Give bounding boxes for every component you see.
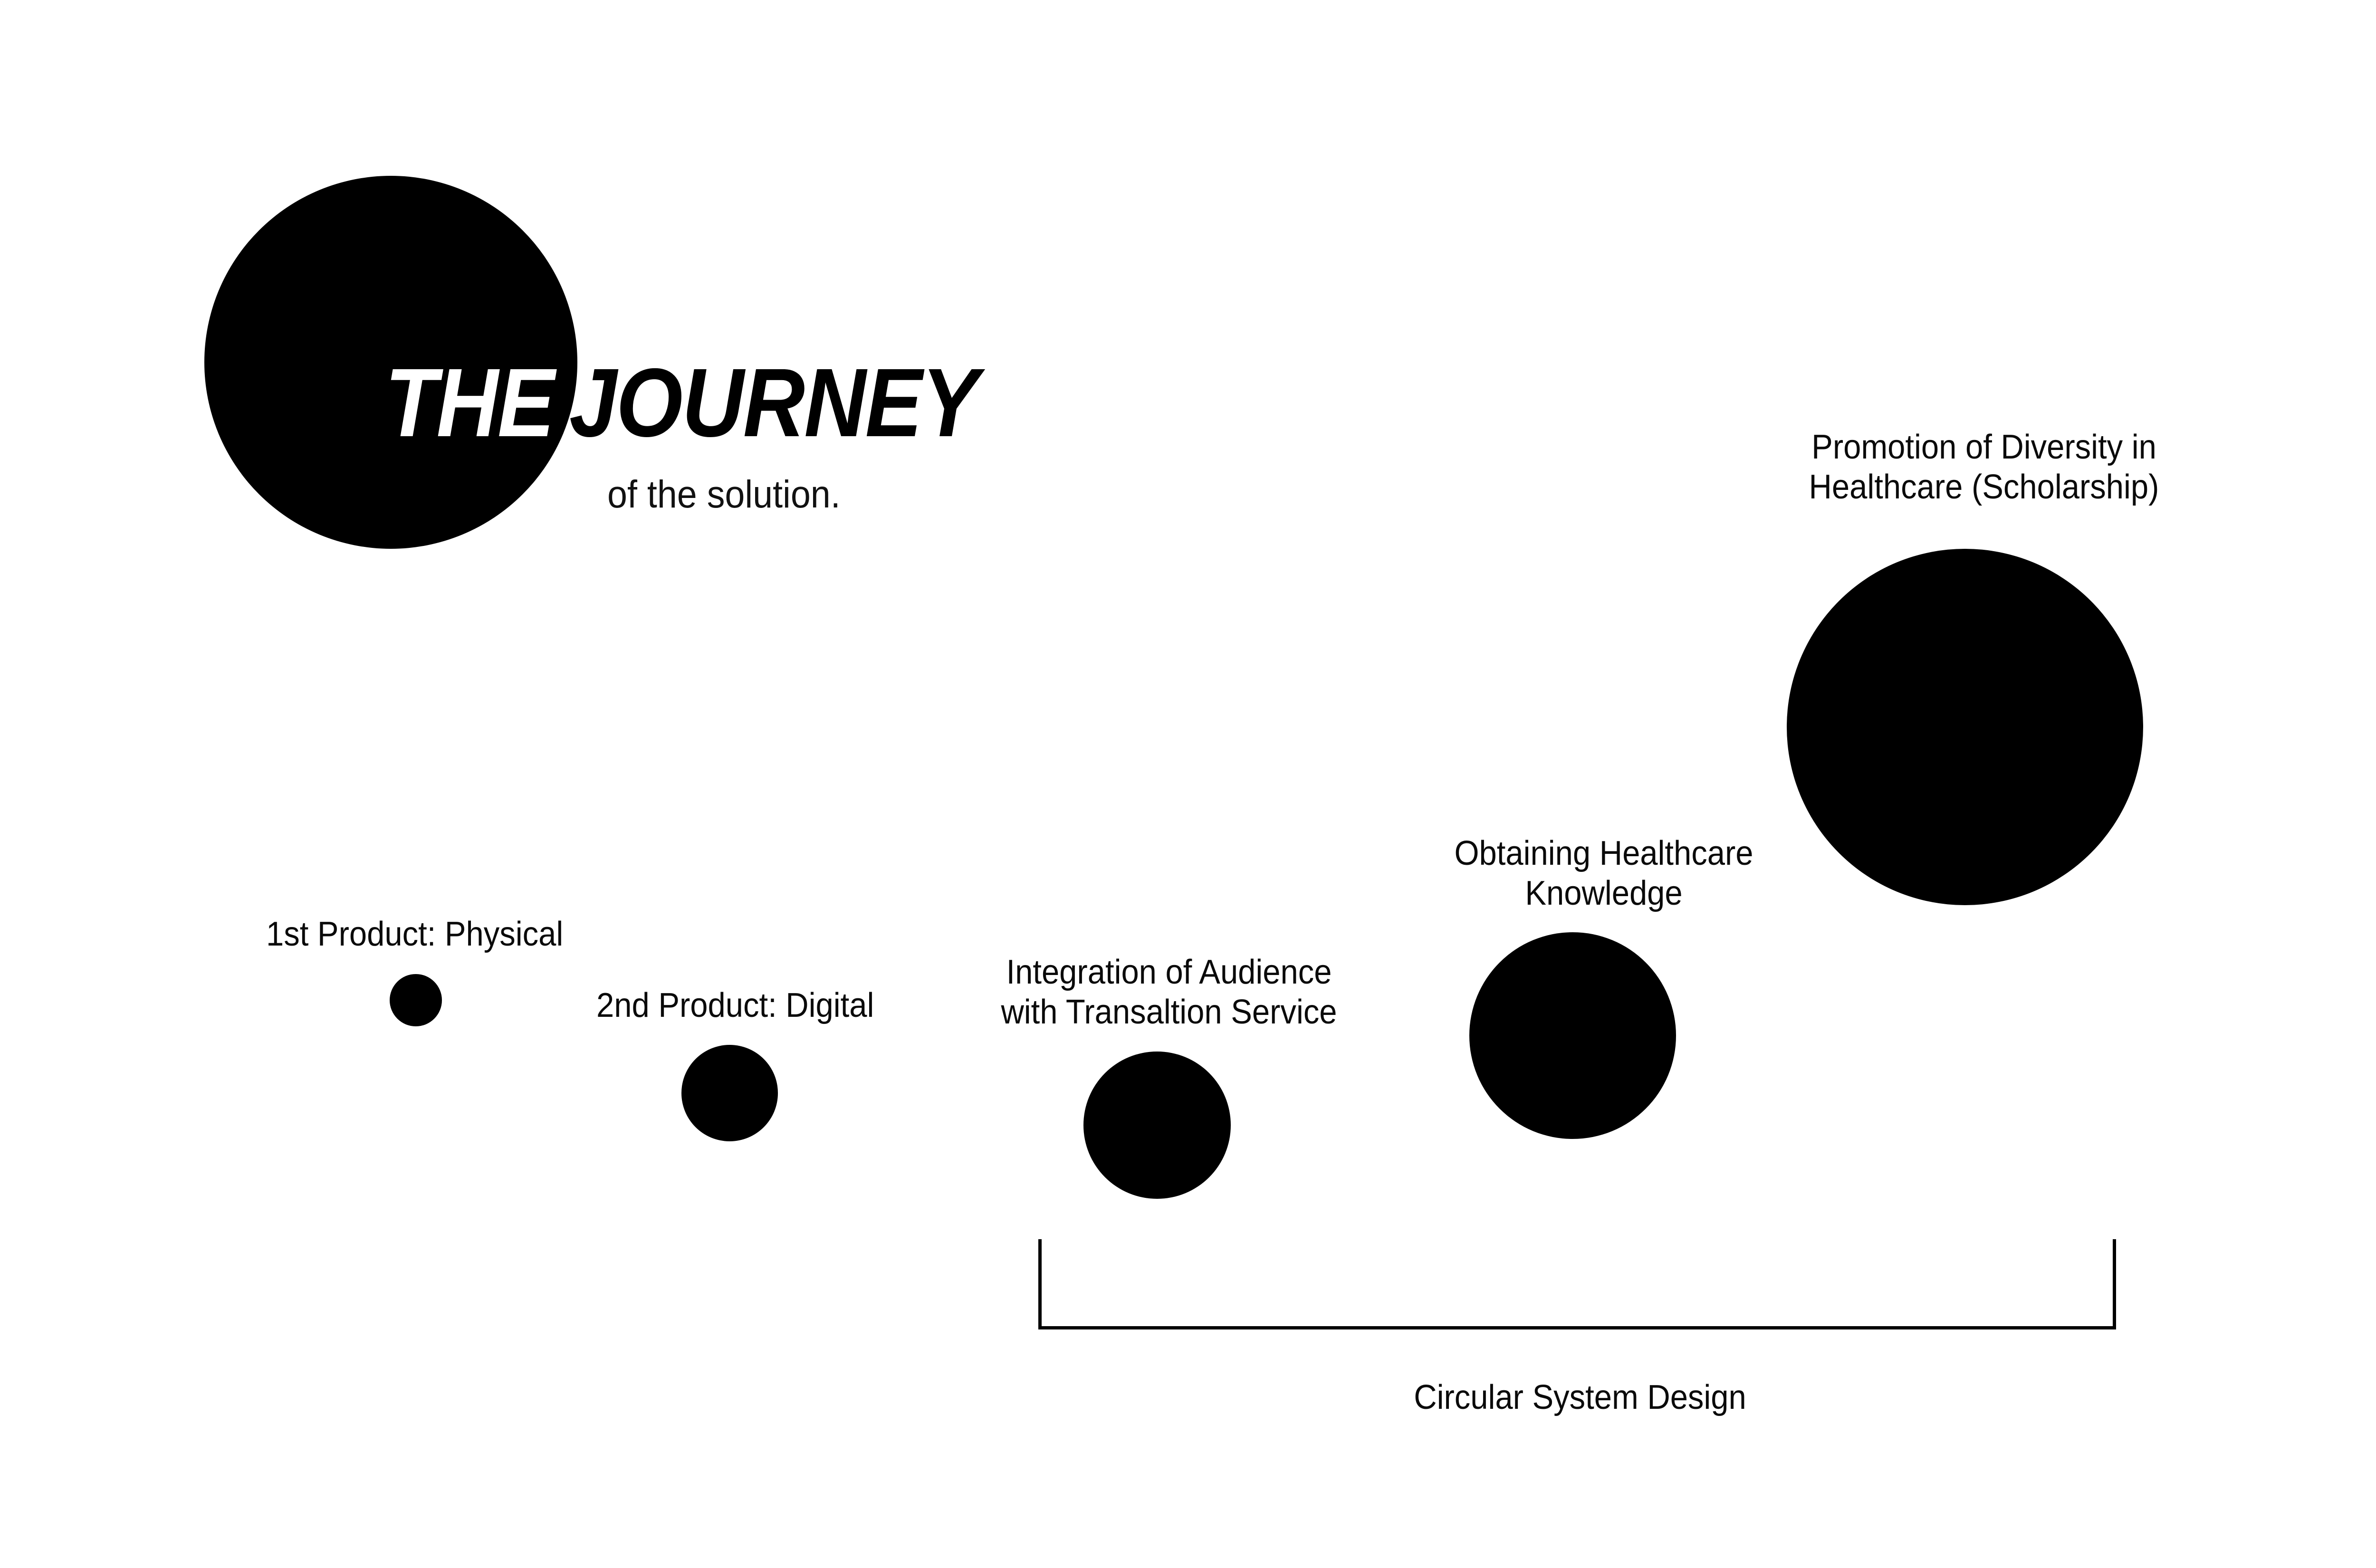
stage-label-3-line-2: with Transaltion Service <box>1001 993 1337 1031</box>
stage-label-2: 2nd Product: Digital <box>596 986 874 1026</box>
bracket-base-line <box>1038 1326 2116 1329</box>
stage-bubble-2 <box>681 1045 778 1141</box>
title-word-journey: JOURNEY <box>569 348 979 457</box>
stage-label-4-line-1: Obtaining Healthcare <box>1454 834 1753 872</box>
logo-circle <box>204 176 577 549</box>
bracket-right-tick <box>2113 1239 2116 1329</box>
stage-label-4-line-2: Knowledge <box>1525 874 1683 912</box>
bracket-caption: Circular System Design <box>1414 1378 1746 1416</box>
stage-bubble-5 <box>1787 549 2143 905</box>
stage-bubble-3 <box>1083 1052 1231 1199</box>
stage-label-2-line-1: 2nd Product: Digital <box>596 986 874 1024</box>
stage-label-5-line-1: Promotion of Diversity in <box>1811 428 2156 466</box>
stage-label-5-line-2: Healthcare (Scholarship) <box>1809 468 2159 506</box>
stage-bubble-1 <box>390 974 442 1026</box>
bracket-left-tick <box>1038 1239 1042 1329</box>
stage-bubble-4 <box>1469 932 1676 1139</box>
page-subtitle: of the solution. <box>607 473 841 516</box>
stage-label-1-line-1: 1st Product: Physical <box>266 915 564 953</box>
stage-label-1: 1st Product: Physical <box>266 915 563 955</box>
title-word-the: THE <box>385 348 555 457</box>
stage-label-3-line-1: Integration of Audience <box>1006 953 1332 991</box>
